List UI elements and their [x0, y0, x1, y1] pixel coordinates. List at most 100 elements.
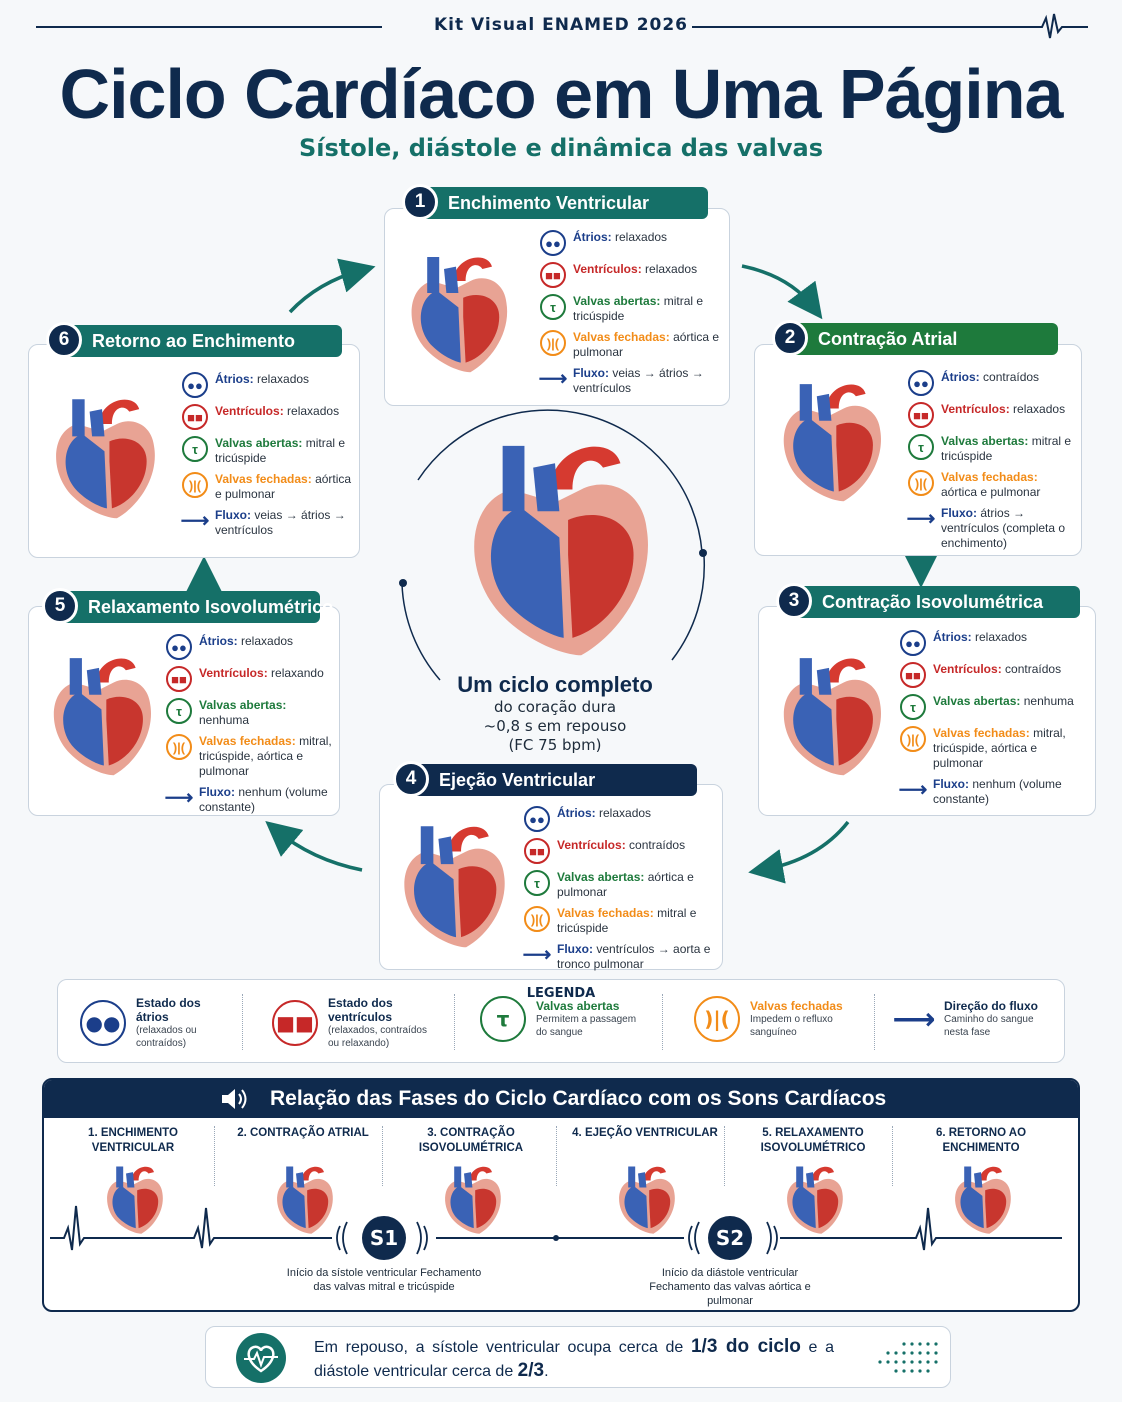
detail-label: Valvas fechadas: [573, 330, 670, 344]
detail-value: contraídos [983, 370, 1040, 384]
center-heart-illustration [474, 445, 648, 656]
closed-valve-icon: )|( [694, 996, 740, 1042]
ventricles-icon: ■■ [272, 1000, 318, 1046]
detail-label: Valvas fechadas: [215, 472, 312, 486]
detail-label: Átrios: [557, 806, 596, 820]
phase-heart-1 [396, 226, 516, 396]
detail-label: Valvas fechadas: [941, 470, 1038, 484]
detail-value: contraídos [1005, 662, 1062, 676]
detail-text: Átrios: contraídos [941, 370, 1039, 385]
detail-label: Átrios: [199, 634, 238, 648]
closed-valve-icon: )|( [540, 330, 566, 356]
detail-row: ■■Ventrículos: relaxados [908, 402, 1076, 428]
sound-phase-heart [946, 1158, 1016, 1238]
atria-icon: ●● [908, 370, 934, 396]
detail-row: ●●Átrios: relaxados [166, 634, 336, 660]
arrow-right-icon: ⟶ [164, 786, 194, 809]
detail-row: ⟶Fluxo: átrios → ventrículos (completa o… [906, 506, 1076, 551]
detail-row: ●● Átrios: relaxados [182, 372, 352, 398]
detail-text: Ventrículos: relaxando [199, 666, 324, 681]
detail-row: )|(Valvas fechadas: aórtica e pulmonar [540, 330, 720, 360]
detail-label: Fluxo: [199, 785, 235, 799]
center-line-2: ~0,8 s em repouso [483, 717, 627, 735]
arrow-right-icon: ⟶ [538, 367, 568, 390]
detail-label: Fluxo: [933, 777, 969, 791]
heart-illustration [783, 658, 881, 776]
detail-value: nenhuma [199, 713, 250, 727]
detail-value: veias → átrios → ventrículos [215, 508, 346, 537]
detail-text: Fluxo: átrios → ventrículos (completa o … [941, 506, 1076, 551]
center-title: Um ciclo completo [457, 672, 653, 697]
heart-illustration [445, 1166, 501, 1234]
detail-row: ■■Ventrículos: contraídos [524, 838, 714, 864]
detail-value: nenhum (volume constante) [199, 785, 328, 814]
open-valve-icon: τ [166, 698, 192, 724]
atria-icon: ●● [900, 630, 926, 656]
phase-heart-5 [38, 628, 160, 798]
detail-value: mitral, tricúspide, aórtica e pulmonar [933, 726, 1066, 770]
ventricles-icon: ■■ [900, 662, 926, 688]
detail-text: Valvas fechadas: mitral, tricúspide, aór… [933, 726, 1090, 771]
arrow-right-icon: ⟶ [906, 507, 936, 530]
legend-item-flow: ⟶ Direção do fluxo Caminho do sangue nes… [893, 996, 1054, 1042]
dot-pattern-decoration [878, 1342, 938, 1373]
detail-row: ■■Ventrículos: contraídos [900, 662, 1090, 688]
detail-text: Átrios: relaxados [557, 806, 651, 821]
detail-value: ventrículos → aorta e tronco pulmonar [557, 942, 711, 971]
heart-illustration [619, 1166, 675, 1234]
sound-phase-heart [98, 1158, 168, 1238]
detail-label: Valvas abertas: [933, 694, 1021, 708]
phase-heart-2 [768, 364, 890, 514]
kit-label: Kit Visual ENAMED 2026 [433, 15, 689, 35]
detail-text: Ventrículos: relaxados [215, 404, 339, 419]
arrow-right-icon: ⟶ [898, 778, 928, 801]
detail-text: Fluxo: nenhum (volume constante) [933, 777, 1090, 807]
atria-icon: ●● [182, 372, 208, 398]
heart-illustration [56, 399, 155, 519]
phase-heart-6 [40, 370, 164, 540]
phase-title: Enchimento Ventricular [448, 193, 650, 213]
sound-phase-heart [778, 1158, 848, 1238]
phase-details: ●● Átrios: contraídos ■■Ventrículos: relax… [906, 370, 1076, 557]
detail-row: ■■Ventrículos: relaxados [182, 404, 352, 430]
header-rule-right [692, 26, 1032, 28]
atria-icon: ●● [540, 230, 566, 256]
phase-details: ●●Átrios: relaxados■■Ventrículos: relaxa… [164, 634, 336, 821]
closed-valve-icon: )|( [524, 906, 550, 932]
detail-row: ●●Átrios: relaxados [524, 806, 714, 832]
detail-label: Valvas abertas: [557, 870, 645, 884]
detail-text: Valvas fechadas: mitral, tricúspide, aór… [199, 734, 336, 779]
open-valve-icon: τ [540, 294, 566, 320]
detail-text: Valvas fechadas: aórtica e pulmonar [941, 470, 1076, 500]
footer-text-c: . [544, 1363, 549, 1380]
speaker-icon [222, 1089, 247, 1109]
detail-value: nenhuma [1023, 694, 1074, 708]
detail-label: Átrios: [215, 372, 254, 386]
ventricles-icon: ■■ [540, 262, 566, 288]
phase-details: ●●Átrios: relaxados ■■Ventrículos: contra… [523, 806, 714, 978]
detail-label: Valvas fechadas: [557, 906, 654, 920]
phase-title: Contração Isovolumétrica [822, 592, 1044, 612]
detail-text: Átrios: relaxados [215, 372, 309, 387]
s2-description: Início da diástole ventricular Fechament… [649, 1267, 811, 1307]
footer-note: Em repouso, a sístole ventricular ocupa … [205, 1326, 951, 1388]
detail-value: relaxados [1013, 402, 1066, 416]
sound-phase-divider [214, 1126, 215, 1186]
detail-label: Fluxo: [573, 366, 609, 380]
phase-number: 3 [776, 583, 812, 619]
detail-text: Fluxo: ventrículos → aorta e tronco pulm… [557, 942, 714, 972]
detail-text: Valvas abertas: nenhuma [199, 698, 336, 728]
s1-badge: S1 [362, 1216, 406, 1260]
atria-icon: ●● [166, 634, 192, 660]
sound-phase-heart [436, 1158, 506, 1238]
ventricles-icon: ■■ [166, 666, 192, 692]
open-valve-icon: τ [908, 434, 934, 460]
phase-title: Relaxamento Isovolumétrico [88, 597, 334, 617]
legend-item-open-valves: τ Valvas abertas Permitem a passagem do … [480, 996, 646, 1042]
detail-row: ●●Átrios: relaxados [540, 230, 720, 256]
detail-text: Fluxo: veias → átrios → ventrículos [215, 508, 352, 538]
